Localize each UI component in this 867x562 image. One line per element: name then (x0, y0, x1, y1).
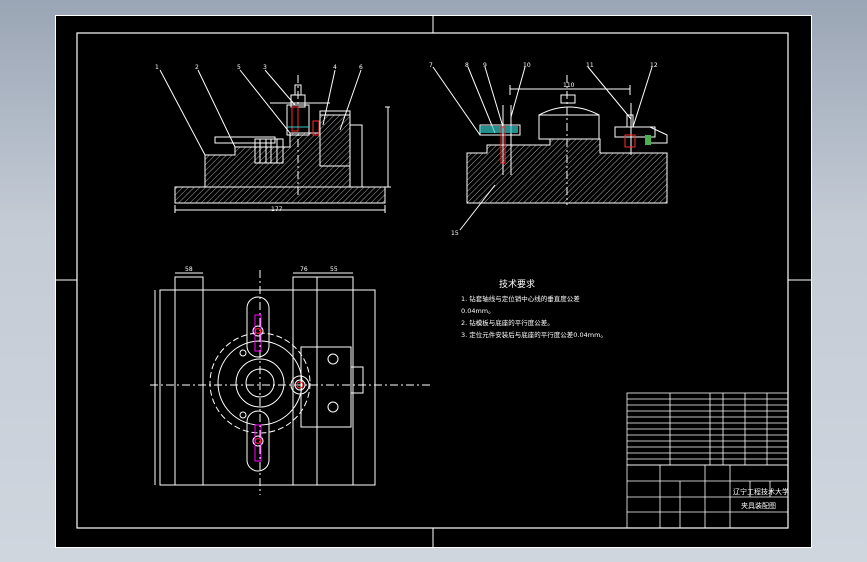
side-view-accents (480, 126, 651, 164)
drawing-name: 夹具装配图 (741, 501, 776, 510)
front-view-balloons: 1 2 5 3 4 6 177 (155, 64, 363, 213)
parts-list-table (626, 392, 789, 466)
sheet-outer-border (55, 15, 812, 548)
centering-marks (56, 16, 811, 547)
svg-text:10: 10 (523, 62, 531, 69)
sheet-inner-border (76, 32, 789, 529)
tech-requirement-line: 0.04mm。 (461, 307, 495, 315)
svg-text:3: 3 (263, 64, 267, 71)
side-view (432, 66, 668, 231)
svg-text:55: 55 (330, 266, 338, 273)
svg-text:58: 58 (185, 266, 193, 273)
svg-text:6: 6 (359, 64, 363, 71)
svg-text:8: 8 (465, 62, 469, 69)
plan-view-dimensions: 58 76 55 (185, 266, 338, 273)
tech-requirements-title: 技术要求 (499, 278, 535, 290)
title-block-text: 辽宁工程技术大学 夹具装配图 (733, 487, 789, 510)
front-view-accents (287, 106, 320, 136)
side-view-balloons: 7 8 9 10 11 12 15 110 (429, 62, 658, 237)
cad-drawing: 1 2 5 3 4 6 177 (55, 15, 812, 548)
svg-text:2: 2 (195, 64, 199, 71)
tech-requirements: 技术要求 1. 钻套轴线与定位销中心线的垂直度公差 0.04mm。 2. 钻模板… (461, 278, 607, 339)
svg-text:11: 11 (586, 62, 594, 69)
school-name: 辽宁工程技术大学 (733, 487, 789, 496)
tech-requirement-line: 3. 定位元件安装后与底座的平行度公差0.04mm。 (461, 330, 607, 339)
title-block (626, 464, 789, 529)
svg-text:76: 76 (300, 266, 308, 273)
svg-text:4: 4 (333, 64, 337, 71)
svg-text:7: 7 (429, 62, 433, 69)
svg-text:5: 5 (237, 64, 241, 71)
svg-text:177: 177 (271, 206, 283, 213)
svg-text:12: 12 (650, 62, 658, 69)
plan-view (150, 270, 433, 495)
tech-requirement-line: 2. 钻模板与底座的平行度公差。 (461, 318, 554, 327)
plan-view-accents (254, 314, 304, 462)
svg-text:15: 15 (451, 230, 459, 237)
svg-text:1: 1 (155, 64, 159, 71)
front-view (159, 69, 391, 213)
svg-text:110: 110 (563, 82, 575, 89)
drawing-viewport[interactable]: 1 2 5 3 4 6 177 (55, 15, 812, 548)
svg-text:9: 9 (483, 62, 487, 69)
tech-requirement-line: 1. 钻套轴线与定位销中心线的垂直度公差 (461, 294, 580, 303)
